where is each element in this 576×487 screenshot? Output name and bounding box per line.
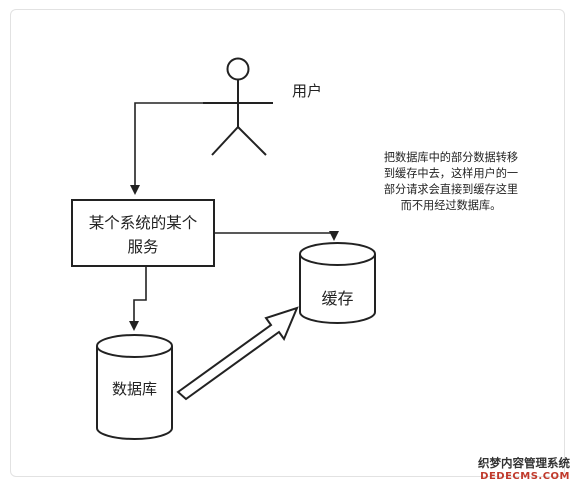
- note-line: 把数据库中的部分数据转移: [383, 151, 519, 164]
- watermark-chinese-text: 织梦内容管理系统: [478, 456, 570, 470]
- service-to-database-arrow: [129, 266, 147, 331]
- explanation-note: 把数据库中的部分数据转移 到缓存中去，这样用户的一 部分请求会直接到缓存这里 而…: [356, 150, 546, 214]
- note-line: 部分请求会直接到缓存这里: [383, 183, 519, 196]
- database-label: 数据库: [111, 380, 157, 398]
- service-box: [71, 199, 215, 267]
- service-to-cache-arrow: [214, 231, 339, 241]
- service-label-line1: 某个系统的某个: [88, 214, 198, 232]
- user-to-service-arrow: [130, 102, 203, 195]
- cache-cylinder-icon: [299, 242, 376, 324]
- database-cylinder-icon: [96, 334, 173, 440]
- user-actor-icon: [203, 57, 273, 156]
- cache-label: 缓存: [321, 289, 354, 308]
- service-label: 某个系统的某个 服务: [72, 211, 214, 259]
- user-label: 用户: [292, 82, 323, 100]
- database-to-cache-block-arrow-icon: [176, 306, 299, 401]
- service-label-line2: 服务: [127, 238, 159, 256]
- note-line: 到缓存中去，这样用户的一: [383, 167, 519, 180]
- watermark-logo: 织梦内容管理系统 DEDECMS.COM: [462, 457, 570, 483]
- watermark-english-text: DEDECMS.COM: [480, 471, 570, 482]
- note-line: 而不用经过数据库。: [400, 199, 502, 212]
